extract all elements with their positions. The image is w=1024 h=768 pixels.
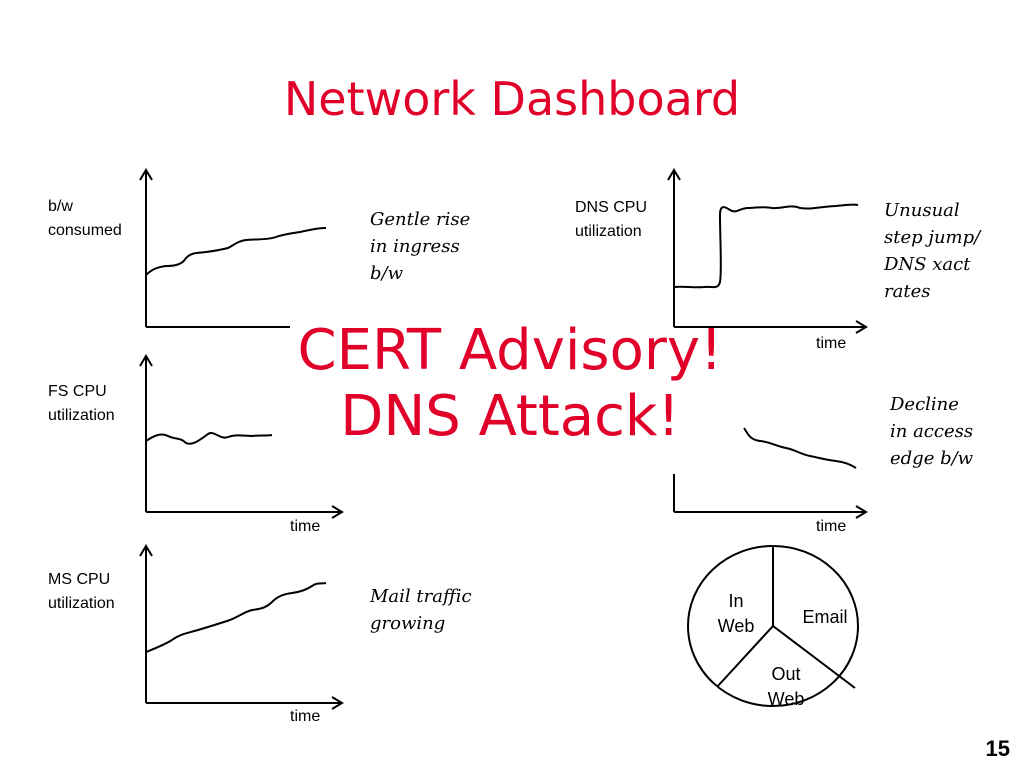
dns-trend-line — [673, 203, 859, 289]
edge-chart-axes — [673, 474, 868, 519]
edge-x-axis-label: time — [816, 518, 847, 535]
fs-x-axis-label: time — [290, 518, 321, 535]
dns-y-axis-label: DNS CPU utilization — [575, 199, 648, 240]
edge-note: Decline in access edge b/w — [890, 394, 974, 469]
dns-chart-axes — [667, 168, 868, 334]
fs-y-axis-label: FS CPU utilization — [48, 383, 115, 424]
fs-trend-line — [145, 432, 273, 445]
alert-line-1: CERT Advisory! — [297, 318, 723, 383]
ms-note: Mail traffic growing — [370, 586, 472, 634]
ms-chart-axes — [139, 544, 344, 710]
cert-advisory-alert: CERT Advisory! DNS Attack! — [240, 318, 780, 450]
page-number: 15 — [985, 736, 1010, 761]
alert-line-2: DNS Attack! — [340, 384, 680, 449]
pie-label-in-web: In Web — [717, 591, 755, 636]
traffic-pie-chart — [687, 545, 859, 707]
bw-trend-line — [145, 227, 327, 276]
pie-label-email: Email — [802, 607, 848, 627]
ms-y-axis-label: MS CPU utilization — [48, 571, 115, 612]
bw-note: Gentle rise in ingress b/w — [370, 209, 471, 284]
dns-x-axis-label: time — [816, 335, 847, 352]
dns-note: Unusual step jump/ DNS xact rates — [884, 200, 981, 302]
page-title: Network Dashboard — [283, 72, 741, 126]
edge-trend-line — [743, 427, 857, 469]
fs-chart-axes — [139, 354, 344, 519]
bw-chart-axes — [139, 168, 290, 328]
pie-label-out-web: Out Web — [767, 664, 805, 709]
bw-y-axis-label: b/w consumed — [48, 198, 122, 239]
ms-trend-line — [145, 582, 327, 653]
ms-x-axis-label: time — [290, 708, 321, 725]
